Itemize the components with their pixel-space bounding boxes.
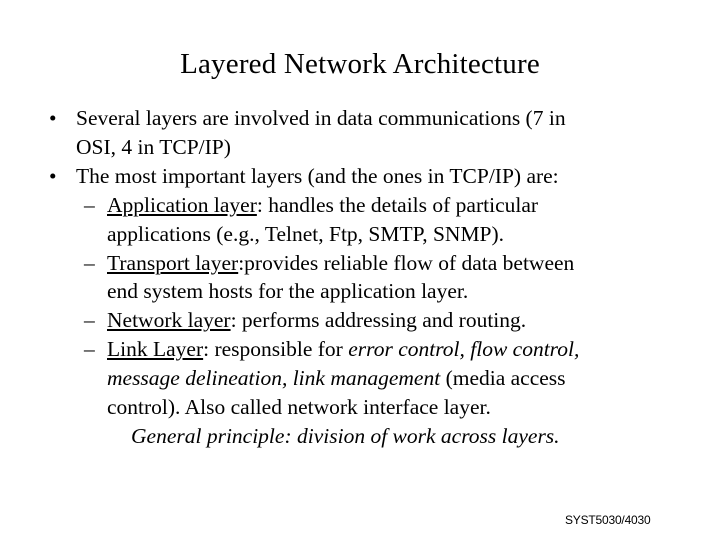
- term-transport-layer: Transport layer: [107, 250, 239, 275]
- sub-bullet-network-layer: – Network layer: performs addressing and…: [36, 306, 684, 335]
- dash-marker-icon: –: [84, 337, 95, 362]
- slide-body: • Several layers are involved in data co…: [36, 104, 684, 451]
- bullet-2-line-1: The most important layers (and the ones …: [76, 163, 559, 188]
- sub-bullet-3-rest: : performs addressing and routing.: [230, 308, 527, 333]
- sub-bullet-4-line-2-plain: (media access: [440, 366, 566, 391]
- bullet-1-line-1: Several layers are involved in data comm…: [76, 106, 566, 130]
- term-application-layer: Application layer: [107, 192, 257, 217]
- dash-marker-icon: –: [84, 308, 95, 333]
- sub-bullet-1-line-2: applications (e.g., Telnet, Ftp, SMTP, S…: [107, 221, 505, 246]
- bullet-marker-icon: •: [49, 163, 57, 188]
- term-network-layer: Network layer: [107, 308, 231, 333]
- sub-bullet-4-line-2-italic: message delineation, link management: [107, 366, 441, 391]
- sub-bullet-2-rest: :provides reliable flow of data between: [238, 250, 575, 275]
- bullet-marker-icon: •: [49, 106, 57, 130]
- sub-bullet-2-line-2: end system hosts for the application lay…: [107, 279, 469, 304]
- sub-bullet-application-layer: – Application layer: handles the details…: [36, 191, 684, 220]
- dash-marker-icon: –: [84, 250, 95, 275]
- sub-bullet-4-line-3: control). Also called network interface …: [107, 395, 491, 420]
- slide-footer: SYST5030/4030: [565, 513, 651, 527]
- sub-bullet-4-line-2: message delineation, link management (me…: [36, 364, 684, 393]
- bullet-item-2: • The most important layers (and the one…: [36, 162, 684, 191]
- bullet-1-line-2: OSI, 4 in TCP/IP): [76, 134, 231, 159]
- term-link-layer: Link Layer: [107, 337, 204, 362]
- sub-bullet-transport-layer: – Transport layer:provides reliable flow…: [36, 249, 684, 278]
- sub-bullet-4-rest-plain: : responsible for: [203, 337, 349, 362]
- sub-bullet-link-layer: –Link Layer: responsible for error contr…: [36, 335, 684, 364]
- closing-statement: General principle: division of work acro…: [131, 423, 560, 448]
- sub-bullet-4-rest-italic: error control, flow control,: [348, 337, 580, 362]
- sub-bullet-1-rest: : handles the details of particular: [256, 192, 539, 217]
- bullet-item-1: • Several layers are involved in data co…: [36, 104, 684, 133]
- dash-marker-icon: –: [84, 192, 95, 217]
- page-title: Layered Network Architecture: [180, 48, 540, 80]
